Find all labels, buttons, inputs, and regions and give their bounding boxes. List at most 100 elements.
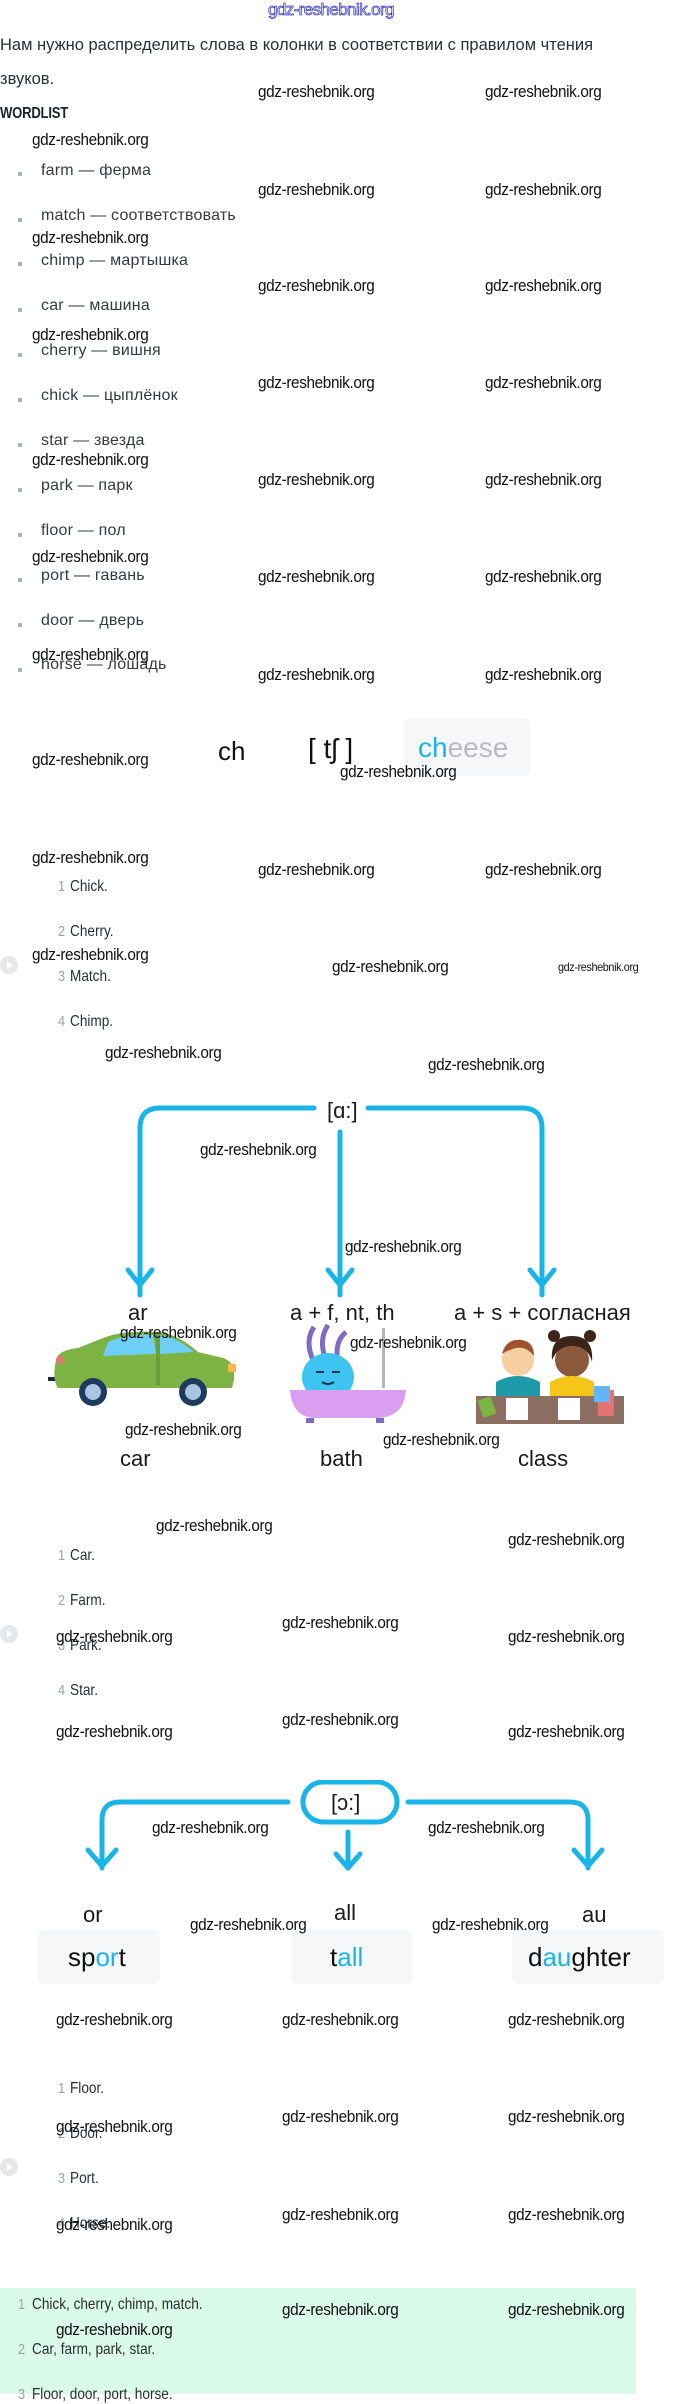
watermark: gdz-reshebnik.org (32, 228, 149, 247)
watermark: gdz-reshebnik.org (282, 1613, 399, 1632)
watermark: gdz-reshebnik.org (558, 960, 639, 974)
watermark: gdz-reshebnik.org (485, 567, 602, 586)
watermark: gdz-reshebnik.org (485, 82, 602, 101)
header-watermark: gdz-reshebnik.org (268, 0, 395, 19)
o-sound-arrows (85, 1780, 605, 1871)
watermark: gdz-reshebnik.org (258, 860, 375, 879)
bullet-icon (18, 488, 22, 492)
watermark: gdz-reshebnik.org (508, 1627, 625, 1646)
wordlist-item: chimp — мартышка (41, 252, 189, 269)
arrow-right (405, 1799, 591, 1871)
watermark: gdz-reshebnik.org (190, 1915, 307, 1934)
audio-play-icon[interactable] (0, 1625, 18, 1643)
bullet-icon (18, 353, 22, 357)
watermark: gdz-reshebnik.org (282, 1710, 399, 1729)
watermark: gdz-reshebnik.org (258, 567, 375, 586)
ch-sound: [ tʃ ] (308, 733, 354, 764)
wordlist-item: chick — цыплёнок (41, 387, 178, 404)
watermark: gdz-reshebnik.org (485, 665, 602, 684)
bullet-icon (18, 578, 22, 582)
watermark: gdz-reshebnik.org (258, 373, 375, 392)
watermark: gdz-reshebnik.org (332, 957, 449, 976)
bullet-icon (18, 623, 22, 627)
watermark: gdz-reshebnik.org (32, 130, 149, 149)
watermark: gdz-reshebnik.org (156, 1516, 273, 1535)
watermark: gdz-reshebnik.org (56, 1627, 173, 1646)
word-bath: bath (320, 1446, 363, 1471)
watermark: gdz-reshebnik.org (428, 1055, 545, 1074)
watermark: gdz-reshebnik.org (200, 1140, 317, 1159)
watermark: gdz-reshebnik.org (508, 2300, 625, 2319)
watermark: gdz-reshebnik.org (508, 2010, 625, 2029)
watermark: gdz-reshebnik.org (485, 470, 602, 489)
watermark: gdz-reshebnik.org (485, 180, 602, 199)
watermark: gdz-reshebnik.org (258, 82, 375, 101)
intro-line-2: звуков. (0, 70, 55, 88)
ch-letters: ch (218, 736, 246, 766)
arrow-left (99, 1799, 291, 1871)
watermark: gdz-reshebnik.org (485, 860, 602, 879)
watermark: gdz-reshebnik.org (432, 1915, 549, 1934)
tall-word: tall (330, 1942, 364, 1972)
bullet-icon (18, 308, 22, 312)
watermark: gdz-reshebnik.org (32, 848, 149, 867)
tall-card: tall (292, 1930, 412, 1984)
intro-line-1: Нам нужно распределить слова в колонки в… (0, 36, 594, 54)
daughter-word: daughter (528, 1942, 631, 1972)
wordlist-item: match — соответствовать (41, 207, 236, 224)
watermark: gdz-reshebnik.org (125, 1420, 242, 1439)
rule-a-f-nt-th: a + f, nt, th (290, 1300, 395, 1325)
watermark: gdz-reshebnik.org (258, 276, 375, 295)
watermark: gdz-reshebnik.org (485, 373, 602, 392)
rule-a-s-consonant: a + s + согласная (454, 1300, 631, 1325)
wordlist-item: cherry — вишня (41, 342, 161, 359)
arrow-left (137, 1105, 317, 1298)
watermark: gdz-reshebnik.org (32, 450, 149, 469)
audio-play-icon[interactable] (0, 2158, 18, 2176)
bullet-icon (18, 172, 22, 176)
arrow-middle-head (325, 1267, 355, 1288)
wordlist-item: farm — ферма (41, 162, 152, 179)
watermark: gdz-reshebnik.org (152, 1818, 269, 1837)
watermark: gdz-reshebnik.org (282, 2107, 399, 2126)
o-sound-pill (300, 1780, 400, 1825)
watermark: gdz-reshebnik.org (32, 750, 149, 769)
wordlist-item: car — машина (41, 297, 150, 314)
daughter-card: daughter (512, 1930, 664, 1984)
watermark: gdz-reshebnik.org (32, 945, 149, 964)
wordlist-item: park — парк (41, 477, 133, 494)
sport-word: sport (68, 1942, 126, 1972)
wordlist-item: horse — лошадь (41, 656, 167, 673)
watermark: gdz-reshebnik.org (350, 1333, 467, 1352)
watermark: gdz-reshebnik.org (508, 1530, 625, 1549)
rule-au: au (582, 1902, 607, 1927)
wordlist-item: door — дверь (41, 612, 145, 629)
bullet-icon (18, 533, 22, 537)
watermark: gdz-reshebnik.org (428, 1818, 545, 1837)
watermark: gdz-reshebnik.org (32, 645, 149, 664)
bullet-icon (18, 262, 22, 266)
cheese-word: cheese (418, 732, 508, 764)
arrow-right (365, 1105, 545, 1298)
rule-ar: ar (128, 1300, 148, 1325)
watermark: gdz-reshebnik.org (56, 2320, 173, 2339)
bullet-icon (18, 218, 22, 222)
audio-play-icon[interactable] (0, 956, 18, 974)
watermark: gdz-reshebnik.org (340, 762, 457, 781)
cheese-highlight: ch (418, 732, 448, 763)
bath-illustration (290, 1323, 406, 1423)
wordlist-item: floor — пол (41, 522, 126, 539)
bullet-icon (18, 398, 22, 402)
rule-all: all (334, 1900, 357, 1925)
